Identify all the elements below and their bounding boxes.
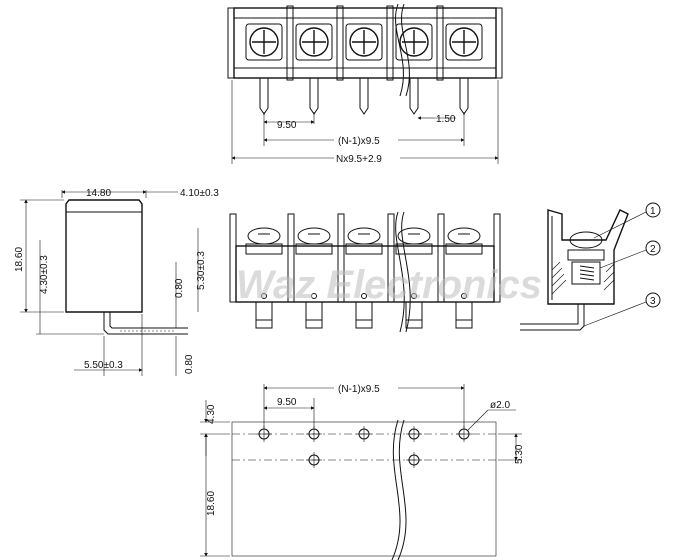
pcb-layout: (N-1)x9.5 9.50 ø2.0 4.30 5.30 18.60 bbox=[200, 382, 525, 560]
screw-side bbox=[345, 227, 383, 329]
side-mid-height-label: 5.30±0.3 bbox=[196, 251, 207, 290]
break-line bbox=[400, 3, 410, 97]
callout-1-marker bbox=[645, 202, 661, 218]
break-line bbox=[391, 419, 401, 560]
side-view-body bbox=[65, 199, 143, 313]
screw-side bbox=[295, 227, 333, 329]
pcb-pitch-formula: (N-1)x9.5 bbox=[338, 384, 380, 395]
side-lower-height-label: 4.30±0.3 bbox=[39, 255, 50, 294]
callout-3-marker bbox=[645, 292, 661, 308]
pcb-row-spacing: 5.30 bbox=[514, 444, 525, 464]
front-view-barriers bbox=[287, 213, 445, 303]
top-total-length: Nx9.5+2.9 bbox=[336, 154, 382, 165]
front-view bbox=[229, 211, 501, 333]
top-view-barriers bbox=[286, 5, 444, 81]
side-height-label: 18.60 bbox=[14, 247, 25, 272]
pcb-hole-centers bbox=[256, 426, 472, 468]
cross-section-clamp bbox=[571, 261, 601, 285]
callout-1-label: 1 bbox=[650, 206, 656, 217]
cross-section-view: 1 2 3 bbox=[520, 202, 661, 331]
side-pin-extension-label: 5.50±0.3 bbox=[84, 360, 123, 371]
top-pin-width-label: 1.50 bbox=[436, 114, 456, 125]
screw-head bbox=[445, 23, 483, 61]
pcb-pitch-label: 9.50 bbox=[277, 397, 297, 408]
break-line bbox=[394, 3, 404, 97]
screw-side bbox=[245, 227, 283, 329]
screw-head bbox=[295, 23, 333, 61]
top-pitch-label: 9.50 bbox=[277, 120, 297, 131]
top-pitch-formula: (N-1)x9.5 bbox=[338, 136, 380, 147]
cross-section-spring bbox=[579, 265, 595, 281]
side-pin-thickness-label: 0.80 bbox=[174, 278, 185, 298]
screw-head bbox=[245, 23, 283, 61]
front-view-screws bbox=[245, 227, 483, 329]
cross-section-housing bbox=[547, 209, 629, 305]
pcb-depth: 18.60 bbox=[206, 491, 217, 516]
side-right-offset-label: 4.10±0.3 bbox=[180, 188, 219, 199]
cross-section-pin bbox=[520, 304, 585, 331]
screw-head bbox=[395, 23, 433, 61]
break-line bbox=[395, 211, 405, 333]
side-view: 14.80 4.10±0.3 18.60 4.30±0.3 0.80 5.30±… bbox=[14, 188, 219, 376]
callout-3-label: 3 bbox=[650, 296, 656, 307]
top-view: 9.50 (N-1)x9.5 1.50 Nx9.5+2.9 bbox=[227, 3, 503, 165]
top-view-screws bbox=[245, 23, 483, 61]
watermark: Waz Electronics bbox=[236, 263, 542, 307]
screw-head bbox=[345, 23, 383, 61]
side-view-pin bbox=[103, 312, 188, 335]
pcb-hole-diameter: ø2.0 bbox=[490, 400, 510, 411]
break-line bbox=[397, 419, 407, 560]
cross-section-hatch bbox=[551, 261, 615, 295]
side-width-label: 14.80 bbox=[86, 188, 111, 199]
screw-side bbox=[445, 227, 483, 329]
top-view-pins bbox=[259, 78, 469, 115]
side-pin-width-bottom-label: 0.80 bbox=[184, 354, 195, 374]
pcb-top-offset: 4.30 bbox=[206, 404, 217, 424]
break-line bbox=[401, 211, 411, 333]
callout-2-marker bbox=[645, 240, 661, 256]
pcb-outline bbox=[231, 421, 497, 557]
callout-2-label: 2 bbox=[650, 244, 656, 255]
